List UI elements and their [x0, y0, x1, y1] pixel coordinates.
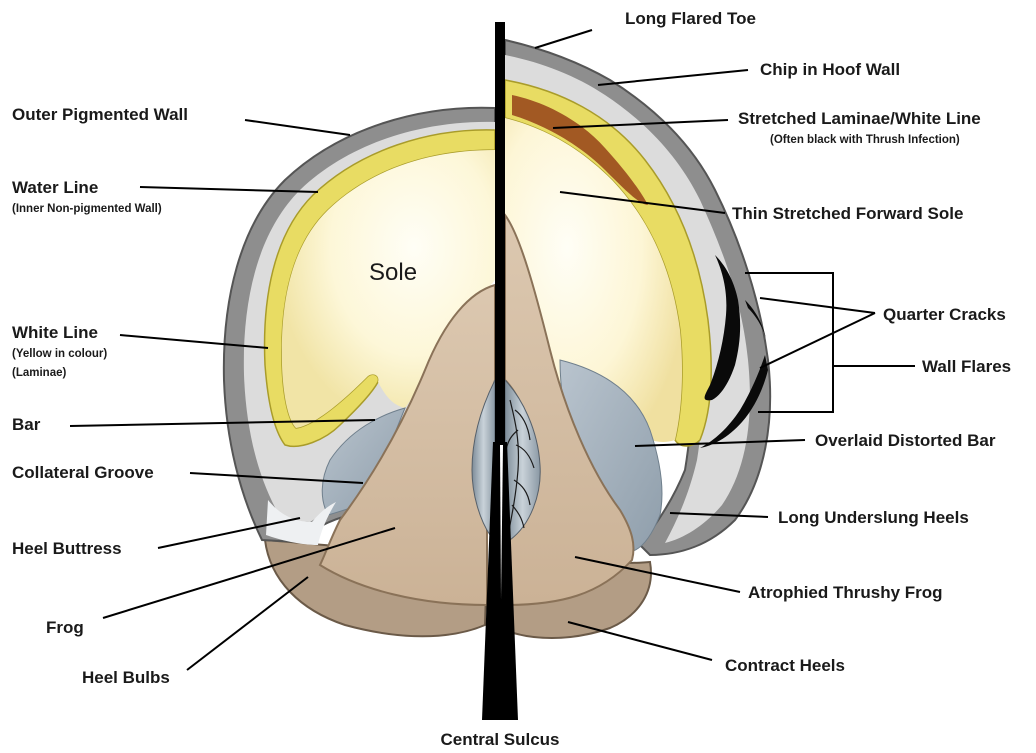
label-water-line: Water Line — [12, 178, 98, 197]
label-frog: Frog — [46, 618, 84, 637]
label-central-sulcus: Central Sulcus — [440, 730, 559, 749]
label-sole: Sole — [369, 259, 417, 286]
label-white-line: White Line — [12, 323, 98, 342]
left-hoof-half — [224, 108, 495, 637]
label-quarter-cracks: Quarter Cracks — [883, 305, 1006, 324]
label-chip-in-hoof-wall: Chip in Hoof Wall — [760, 60, 900, 79]
label-heel-buttress: Heel Buttress — [12, 539, 122, 558]
central-divider — [495, 22, 505, 442]
label-water-line-sub: (Inner Non-pigmented Wall) — [12, 203, 162, 215]
label-thin-stretched-sole: Thin Stretched Forward Sole — [732, 204, 963, 223]
label-stretched-laminae: Stretched Laminae/White Line — [738, 109, 981, 128]
label-long-underslung-heels: Long Underslung Heels — [778, 508, 969, 527]
label-heel-bulbs: Heel Bulbs — [82, 668, 170, 687]
label-bar: Bar — [12, 415, 41, 434]
label-overlaid-distorted-bar: Overlaid Distorted Bar — [815, 431, 996, 450]
label-outer-pigmented-wall: Outer Pigmented Wall — [12, 105, 188, 124]
label-white-line-sub1: (Yellow in colour) — [12, 348, 107, 360]
label-atrophied-thrushy-frog: Atrophied Thrushy Frog — [748, 583, 943, 602]
right-hoof-half — [505, 40, 770, 638]
label-contract-heels: Contract Heels — [725, 656, 845, 675]
label-stretched-laminae-sub: (Often black with Thrush Infection) — [770, 134, 960, 146]
label-long-flared-toe: Long Flared Toe — [625, 9, 756, 28]
label-white-line-sub2: (Laminae) — [12, 367, 66, 379]
label-wall-flares: Wall Flares — [922, 357, 1011, 376]
label-collateral-groove: Collateral Groove — [12, 463, 154, 482]
